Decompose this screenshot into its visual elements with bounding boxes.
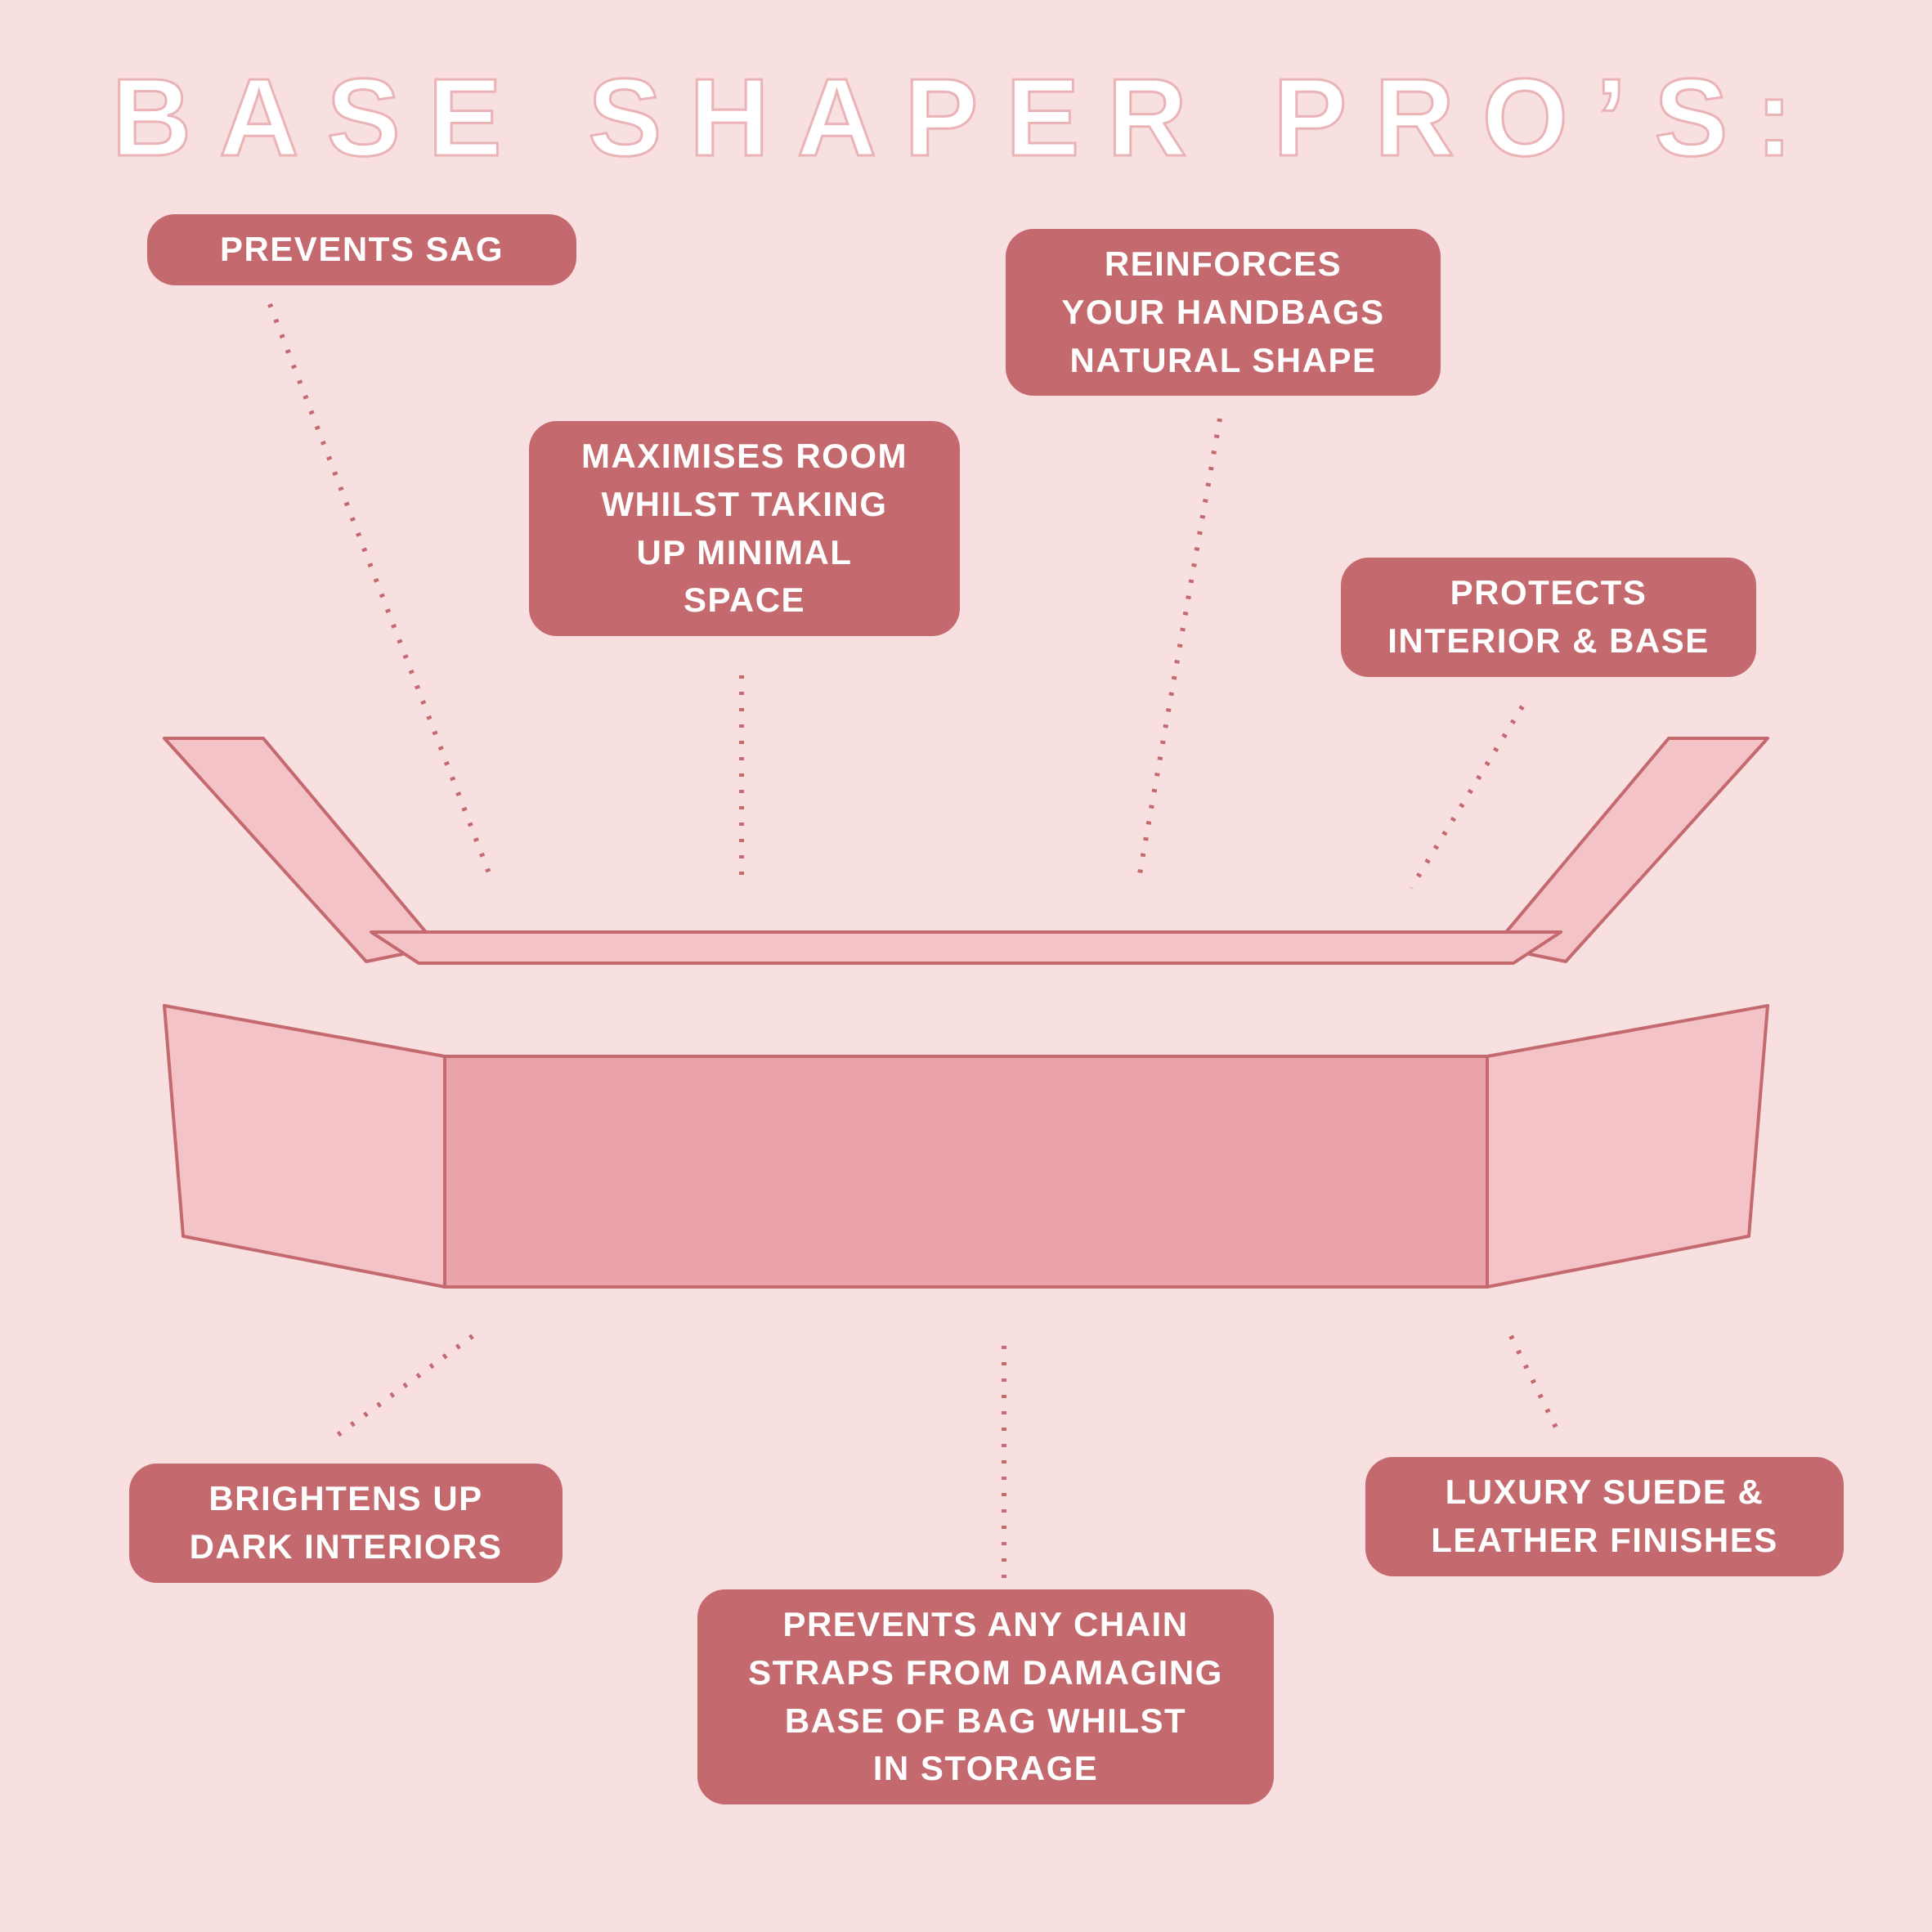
connector-luxury-line	[1508, 1334, 1562, 1437]
connector-brightens-line	[335, 1334, 474, 1438]
base-shaper-top-piece	[163, 737, 1769, 965]
connector-reinforces-line	[1136, 418, 1222, 884]
callout-maximises-room: MAXIMISES ROOM WHILST TAKING UP MINIMAL …	[529, 421, 960, 637]
bottom-center-panel	[443, 1055, 1489, 1289]
top-right-wing	[1492, 737, 1769, 963]
connector-protects-line	[1409, 705, 1525, 890]
callout-prevents-sag: PREVENTS SAG	[147, 214, 576, 285]
callout-reinforces-shape: REINFORCES YOUR HANDBAGS NATURAL SHAPE	[1006, 229, 1441, 397]
callout-brightens-interiors: BRIGHTENS UP DARK INTERIORS	[129, 1464, 563, 1583]
page-title: BASE SHAPER PRO’S:	[110, 55, 1821, 181]
bottom-left-flap	[163, 1004, 446, 1289]
connector-lines	[267, 303, 1562, 1578]
callout-luxury-finishes: LUXURY SUEDE & LEATHER FINISHES	[1365, 1457, 1844, 1576]
callout-prevents-chain-damage: PREVENTS ANY CHAIN STRAPS FROM DAMAGING …	[697, 1589, 1274, 1805]
callout-protects-interior: PROTECTS INTERIOR & BASE	[1341, 558, 1756, 677]
bottom-right-flap	[1486, 1004, 1769, 1289]
top-base-strip	[370, 930, 1562, 965]
base-shaper-bottom-piece	[163, 1004, 1769, 1289]
top-left-wing	[163, 737, 440, 963]
